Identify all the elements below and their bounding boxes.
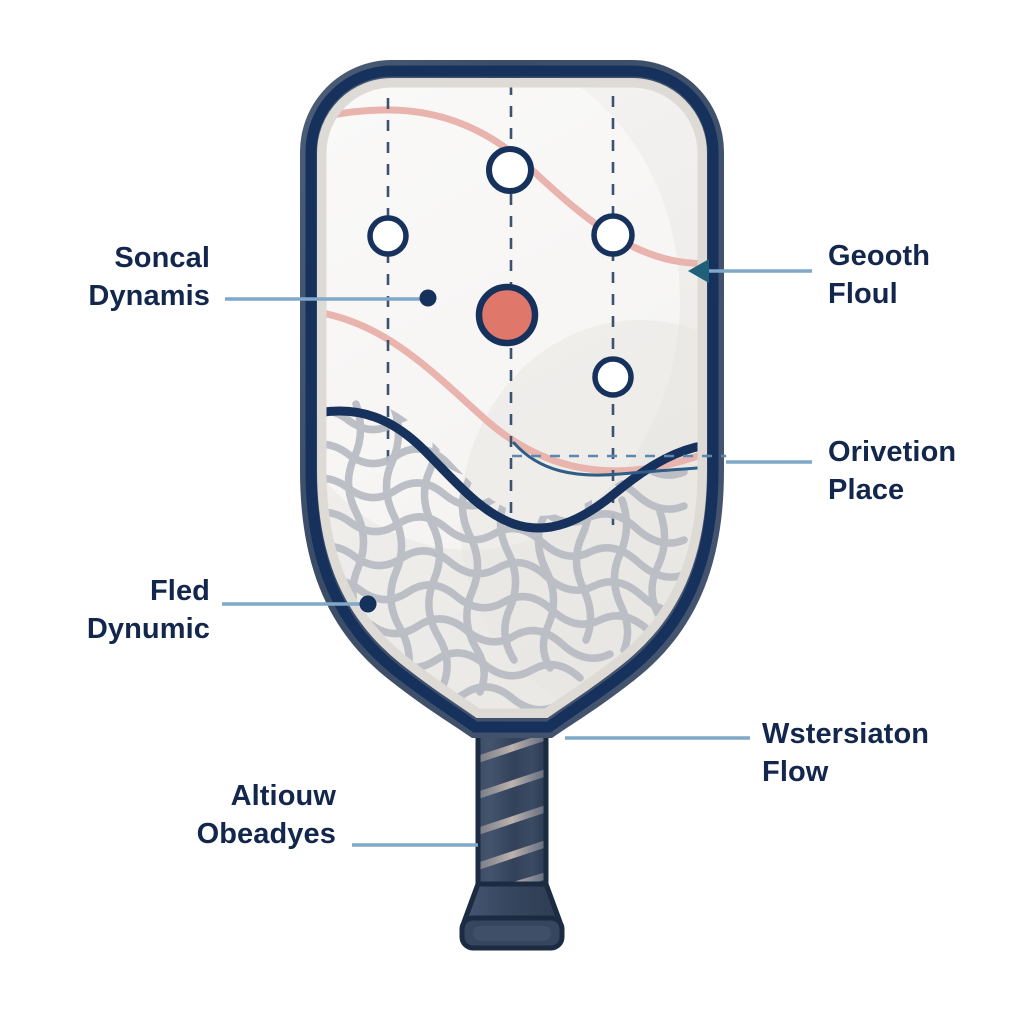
leader-dot-fled [359, 595, 377, 613]
callout-soncal-dynamis[interactable]: Soncal Dynamis [14, 240, 210, 315]
callout-fled-line1: Fled [149, 575, 210, 607]
callout-altiouw-line1: Altiouw [230, 780, 336, 812]
callout-geooth-line1: Geooth [828, 240, 931, 272]
face-node-circles [367, 146, 635, 398]
callout-soncal-line2: Dynamis [88, 279, 210, 312]
callout-orivetion-place[interactable]: Orivetion Place [828, 434, 1018, 509]
node-circle-bottom [592, 356, 634, 398]
callout-fled-line2: Dynumic [86, 612, 210, 645]
callout-wstersiaton-line2: Flow [762, 755, 829, 788]
grip-wrap-lines [475, 733, 549, 900]
callout-geooth-floul[interactable]: Geooth Floul [828, 238, 1018, 313]
callout-orivetion-line1: Orivetion [828, 436, 957, 468]
callout-orivetion-line2: Place [828, 473, 905, 506]
sweet-spot-circle [475, 283, 539, 347]
node-circle-right [591, 213, 635, 257]
leader-arrowhead-geooth [688, 259, 709, 283]
callout-soncal-line1: Soncal [114, 242, 210, 274]
node-circle-top [486, 146, 534, 194]
callout-fled-dynumic[interactable]: Fled Dynumic [14, 573, 210, 648]
paddle-grip [459, 705, 565, 951]
callout-leaders [222, 259, 812, 847]
callout-altiouw-line2: Obeadyes [196, 817, 336, 850]
grip-butt-cap-inner [473, 926, 551, 941]
callout-wstersiaton-flow[interactable]: Wstersiaton Flow [762, 716, 1022, 791]
node-circle-left [367, 215, 409, 257]
paddle-body [300, 60, 724, 951]
callout-wstersiaton-line1: Wstersiaton [762, 718, 930, 750]
paddle-rim-navy-overlay [306, 66, 718, 732]
paddle-bevel-overlay [317, 78, 707, 718]
callout-altiouw-obeadyes[interactable]: Altiouw Obeadyes [60, 778, 336, 853]
callout-geooth-line2: Floul [828, 277, 898, 310]
leader-dot-soncal [419, 289, 437, 307]
